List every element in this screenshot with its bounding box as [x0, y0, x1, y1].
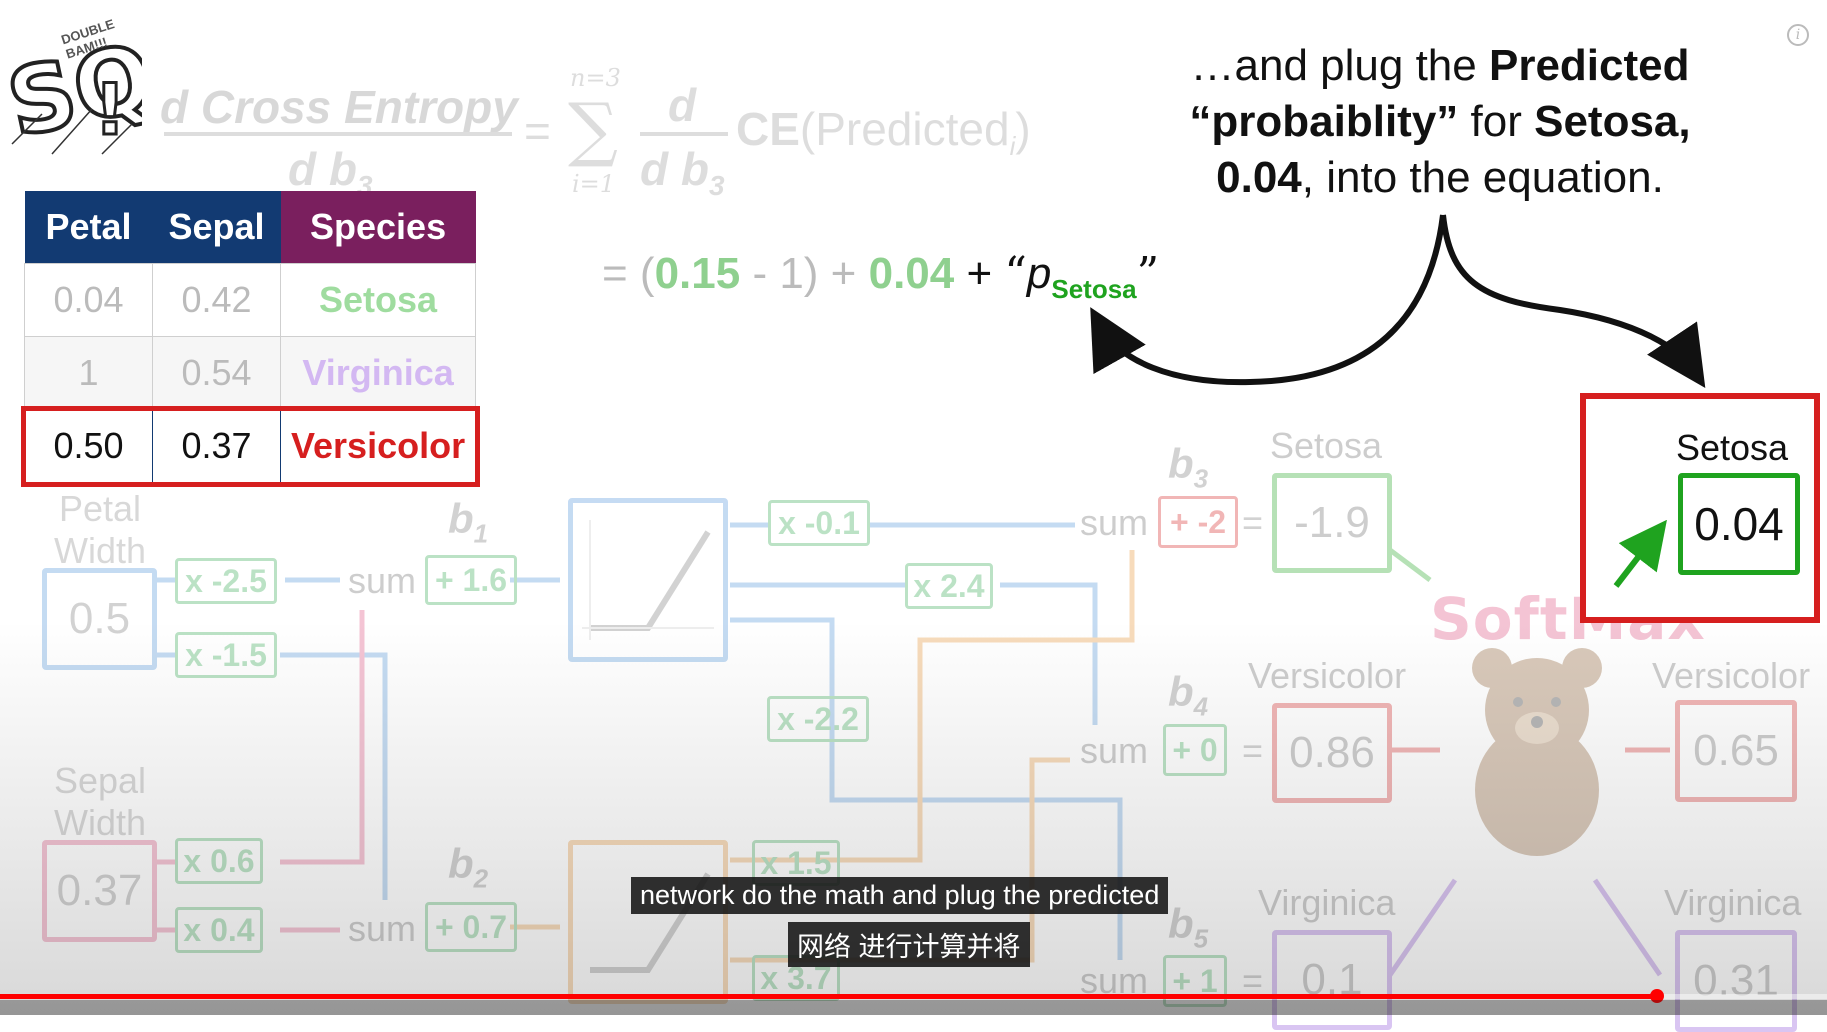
player-controls-bar: [0, 1000, 1827, 1015]
cell-petal: 1: [24, 336, 153, 410]
sepal-width-input: 0.37: [42, 840, 157, 942]
eq-equals: =: [524, 105, 551, 157]
table-row: 1 0.54 Virginica: [24, 336, 477, 410]
expansion-equation: = (0.15 - 1) + 0.04 + “pSetosa”: [602, 248, 1160, 304]
cell-sepal: 0.37: [152, 409, 281, 483]
callout-line-1: …and plug the Predicted: [1190, 41, 1690, 90]
weight-box: x -1.5: [175, 632, 277, 678]
raw-virginica-label: Virginica: [1258, 882, 1396, 923]
eq-sum-top: n=3: [570, 64, 621, 92]
out-setosa-label: Setosa: [1676, 427, 1789, 468]
raw-versicolor-output: 0.86: [1272, 703, 1392, 803]
header-petal: Petal: [24, 191, 153, 264]
raw-setosa-label: Setosa: [1270, 425, 1383, 466]
bias-label: b3: [1168, 440, 1209, 494]
progress-bar-fill: [0, 994, 1658, 999]
info-icon[interactable]: i: [1787, 24, 1809, 46]
eq-ce: CE(Predictedi): [736, 103, 1031, 162]
progress-scrubber-handle[interactable]: [1650, 989, 1665, 1003]
bias-label: b5: [1168, 900, 1209, 954]
raw-virginica-output: 0.1: [1272, 930, 1392, 1030]
bias-box: + 1.6: [425, 555, 517, 605]
up-arrow-icon: [1613, 520, 1667, 588]
progress-bar-track[interactable]: [0, 989, 1827, 1003]
eq-d-den: d b3: [640, 143, 725, 202]
subtitle-line-1: network do the math and plug the predict…: [631, 877, 1169, 914]
eq-sum-bottom: i=1: [572, 170, 616, 198]
cell-species: Setosa: [279, 263, 477, 337]
petal-width-input: 0.5: [42, 568, 157, 670]
cell-species: Versicolor: [279, 409, 477, 483]
activation-node-1: [568, 498, 728, 662]
header-species: Species: [280, 191, 476, 264]
eq-sum-symbol: ∑: [568, 88, 618, 170]
weight-box: x -2.5: [175, 558, 277, 604]
eq-d-num: d: [668, 79, 697, 131]
relu-graph-icon: [590, 872, 711, 973]
bias-box: + 0.7: [425, 902, 517, 952]
svg-text:!: !: [94, 69, 126, 151]
equals-sign: =: [1242, 960, 1264, 1001]
sum-label: sum: [1080, 730, 1149, 771]
cell-species: Virginica: [279, 336, 477, 410]
sum-label: sum: [1080, 502, 1149, 543]
curved-arrow-to-equation: [1090, 214, 1446, 386]
derivative-equation: d Cross Entropy d b3 = n=3 ∑ i=1 d d b3 …: [0, 0, 1060, 202]
callout-line-2: “probaiblity” for Setosa,: [1189, 97, 1691, 146]
activation-node-2: [568, 840, 728, 1004]
expansion-faded: = (0.15 - 1) + 0.04: [602, 249, 955, 298]
cell-sepal: 0.42: [152, 263, 281, 337]
cell-petal: 0.50: [24, 409, 153, 483]
weight-box: x 0.6: [175, 838, 263, 884]
bias-label: b4: [1168, 668, 1209, 722]
table-row: 0.04 0.42 Setosa: [24, 263, 477, 337]
table-header-row: Petal Sepal Species: [24, 191, 476, 264]
bias-label: b2: [448, 840, 489, 894]
subtitle-line-2: 网络 进行计算并将: [788, 922, 1030, 967]
logo-graphic: SQ !: [0, 21, 165, 160]
cell-sepal: 0.54: [152, 336, 281, 410]
equals-sign: =: [1242, 502, 1264, 543]
out-virginica-label: Virginica: [1664, 882, 1802, 923]
eq-fraction-bar: [164, 132, 512, 136]
weight-box: x 0.4: [175, 907, 263, 953]
curved-arrow-to-setosa: [1440, 214, 1706, 388]
weight-box: x -0.1: [768, 500, 870, 546]
out-virginica-output: 0.31: [1675, 930, 1797, 1032]
table-row-highlighted: 0.50 0.37 Versicolor: [20, 405, 480, 487]
bias-box: + -2: [1158, 496, 1238, 548]
channel-logo: SQ ! DOUBLE BAM!!!: [0, 14, 165, 164]
weight-box: x -2.2: [767, 696, 869, 742]
weight-box: x 2.4: [905, 563, 993, 609]
callout-text: …and plug the Predicted “probaiblity” fo…: [1160, 38, 1720, 206]
teddy-bear-image: [1452, 640, 1622, 860]
raw-setosa-output: -1.9: [1272, 473, 1392, 573]
sum-label: sum: [348, 908, 417, 949]
relu-graph-icon: [582, 520, 714, 640]
bias-label: b1: [448, 495, 489, 549]
equals-sign: =: [1242, 730, 1264, 771]
sum-label: sum: [348, 560, 417, 601]
bias-box: + 0: [1163, 724, 1227, 776]
eq-d-bar: [640, 132, 728, 136]
eq-numerator: d Cross Entropy: [160, 81, 518, 133]
header-sepal: Sepal: [152, 191, 281, 264]
iris-table: Petal Sepal Species 0.04 0.42 Setosa 1 0…: [20, 191, 480, 487]
raw-versicolor-label: Versicolor: [1248, 655, 1407, 696]
out-versicolor-label: Versicolor: [1652, 655, 1811, 696]
teddy-bear-icon: [1472, 648, 1602, 856]
callout-line-3: 0.04, into the equation.: [1216, 153, 1664, 202]
out-setosa-output: 0.04: [1678, 473, 1800, 575]
bias-box: + 1: [1163, 955, 1227, 1007]
out-versicolor-output: 0.65: [1675, 700, 1797, 802]
